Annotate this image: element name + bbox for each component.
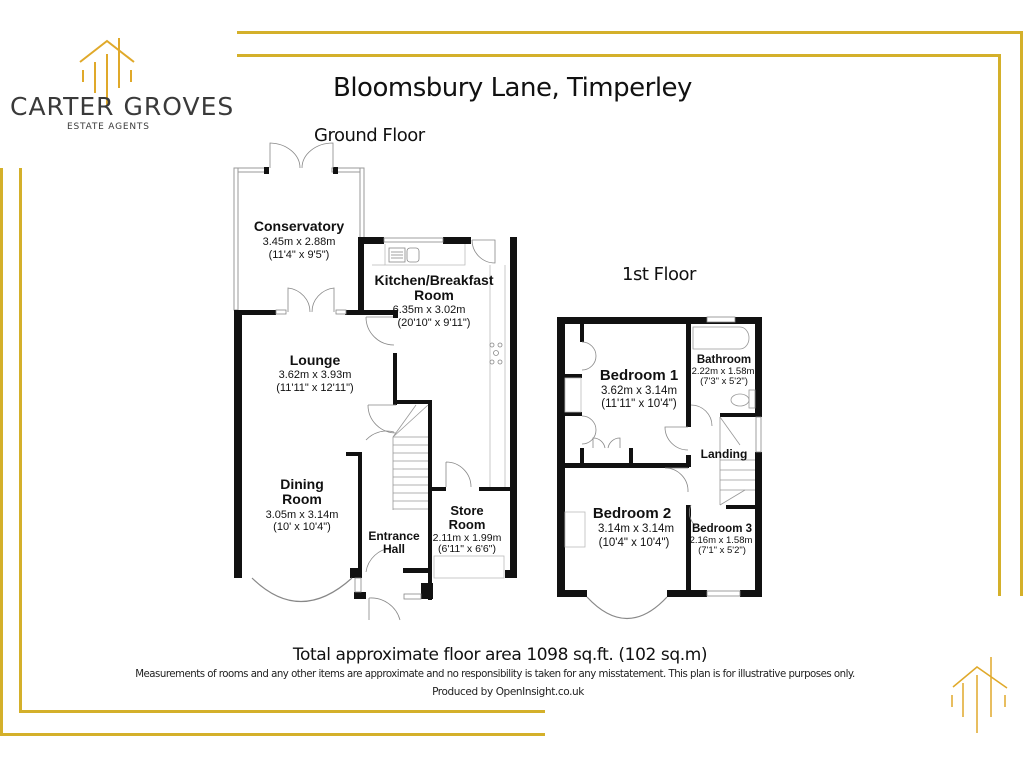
dining-name-line2: Room [282,491,322,507]
disclaimer: Measurements of rooms and any other item… [135,669,855,680]
entrance-hall-name-line1: Entrance [368,529,420,543]
bedroom1-metric: 3.62m x 3.14m [601,385,677,397]
first-floor-label: 1st Floor [622,264,696,285]
bath-icon [692,326,750,350]
frame-inner-top [237,54,1001,57]
store-room-metric: 2.11m x 1.99m [433,532,502,544]
dining-metric: 3.05m x 3.14m [266,509,339,521]
store-room-unit [433,555,505,579]
lounge-metric: 3.62m x 3.93m [279,369,352,381]
property-title: Bloomsbury Lane, Timperley [333,73,692,103]
staircase-icon [392,404,429,510]
first-floor-doors [564,341,713,548]
lounge-imperial: (11'11" x 12'11") [276,382,353,394]
total-floor-area: Total approximate floor area 1098 sq.ft.… [292,645,708,665]
entrance-window-icon [403,593,422,600]
kitchen-worktops [372,244,506,487]
brand-logo: CARTER GROVES ESTATE AGENTS [0,30,233,140]
bedroom2-bay-window-icon [586,596,668,619]
brand-tagline: ESTATE AGENTS [67,122,150,132]
ground-floor-walls [234,237,517,600]
kitchen-back-door-icon [471,239,496,264]
frame-outer-right [1020,31,1023,596]
first-floor-walls [557,317,762,597]
toilet-cistern-icon [748,389,756,409]
toilet-icon [730,393,750,407]
kitchen-window-icon [383,237,444,243]
store-room-name-line2: Room [449,517,486,532]
frame-outer-bottom [0,733,545,736]
conservatory-door-jamb [333,167,338,174]
lounge-window-icon [275,309,287,315]
bathroom-name: Bathroom [697,354,751,366]
conservatory-french-door-icon [269,142,334,169]
dining-name-line1: Dining [280,476,324,492]
house-lines-icon [79,38,135,106]
brand-name: CARTER GROVES [10,92,235,121]
bedroom2-name: Bedroom 2 [593,505,671,522]
entrance-hall-name-line2: Hall [383,542,405,556]
ground-floor-label: Ground Floor [314,125,425,146]
first-floor-plan: Bedroom 1 3.62m x 3.14m (11'11" x 10'4")… [557,316,762,619]
bathroom-window-icon [706,316,736,323]
conservatory-imperial: (11'4" x 9'5") [269,249,330,261]
landing-staircase-icon [719,416,755,506]
internal-doors [365,316,472,573]
lounge-name: Lounge [290,352,341,368]
frame-outer-top [237,31,1022,34]
bedroom3-imperial: (7'1" x 5'2") [698,545,746,556]
bedroom1-name: Bedroom 1 [600,367,678,384]
bedroom2-imperial: (10'4" x 10'4") [599,537,670,549]
store-room-imperial: (6'11" x 6'6") [438,543,496,555]
kitchen-hob-icon [489,342,503,365]
house-lines-icon [951,657,1008,733]
lounge-window-icon [335,309,347,315]
frame-outer-left [0,168,3,736]
frame-inner-left [19,168,22,712]
landing-window-icon [755,416,762,453]
kitchen-metric: 6.35m x 3.02m [393,304,466,316]
bedroom3-window-icon [706,590,741,597]
dining-imperial: (10' x 10'4") [273,521,331,533]
frame-inner-bottom [19,710,545,713]
bedroom3-name: Bedroom 3 [692,523,752,535]
bathroom-imperial: (7'3" x 5'2") [700,376,748,387]
bedroom1-imperial: (11'11" x 10'4") [601,398,677,410]
bathroom-metric: 2.22m x 1.58m [692,366,755,377]
kitchen-imperial: (20'10" x 9'11") [398,317,471,329]
bedroom3-metric: 2.16m x 1.58m [690,535,753,546]
bedroom2-metric: 3.14m x 3.14m [598,523,674,535]
ground-floor-plan: Conservatory 3.45m x 2.88m (11'4" x 9'5"… [233,142,517,621]
conservatory-door-jamb [264,167,269,174]
front-door-icon [368,597,401,621]
store-room-name-line1: Store [450,503,483,518]
lounge-french-door-icon [287,287,335,313]
conservatory-name: Conservatory [254,218,344,234]
kitchen-name-line1: Kitchen/Breakfast [374,272,493,288]
kitchen-sink-icon [388,247,420,263]
kitchen-name-line2: Room [414,287,454,303]
producer-credit: Produced by OpenInsight.co.uk [432,686,584,698]
entrance-side-window-icon [354,577,362,593]
dining-bay-window-icon [251,577,353,603]
frame-inner-right [998,54,1001,596]
landing-name: Landing [701,447,748,461]
conservatory-metric: 3.45m x 2.88m [263,236,336,248]
